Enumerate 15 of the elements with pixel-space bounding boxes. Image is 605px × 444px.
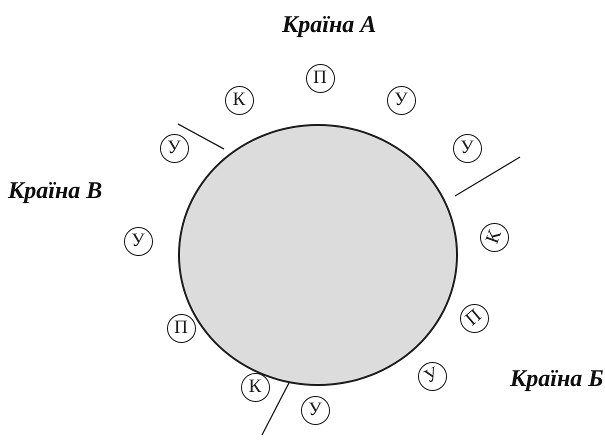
letter-circle: У xyxy=(160,134,188,162)
letter-circle: У xyxy=(386,86,416,114)
letter-circle: П xyxy=(460,304,488,332)
letter-circle: К xyxy=(224,86,254,114)
letter-circle: П xyxy=(166,314,196,342)
letter-circle: У xyxy=(452,134,482,162)
letter-circle: У xyxy=(300,396,330,424)
region-label: Країна В xyxy=(8,178,102,205)
letter-circle: К xyxy=(480,222,508,252)
letter-circle: У xyxy=(124,226,152,256)
region-label: Країна Б xyxy=(510,366,604,393)
letter-circle: П xyxy=(306,64,334,92)
letter-circle: У xyxy=(418,362,446,390)
letter-circle: К xyxy=(240,372,270,402)
region-label: Країна А xyxy=(282,12,376,39)
